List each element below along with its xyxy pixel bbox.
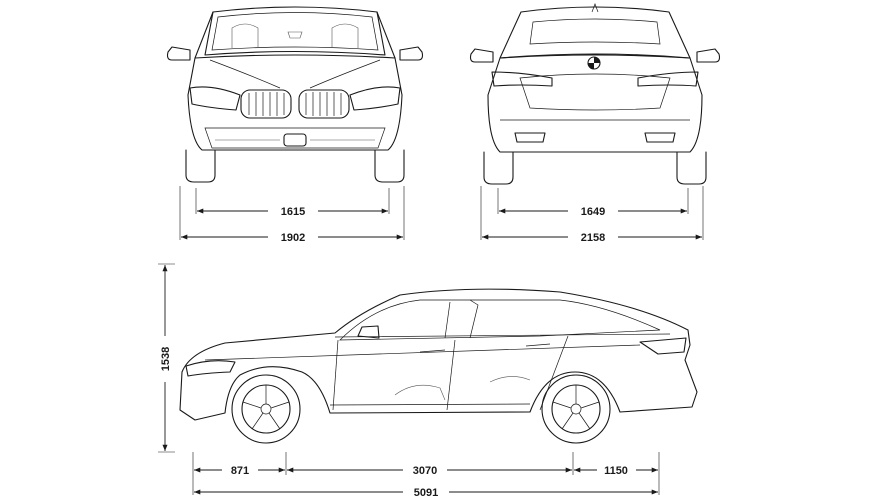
width-mirrors-dimension: 2158: [482, 232, 702, 244]
side-extension-lines: [192, 452, 660, 495]
length-label: 5091: [414, 487, 438, 499]
rear-overhang-label: 1150: [604, 465, 628, 477]
car-side-view-icon: [179, 288, 698, 444]
front-extension-lines: [179, 186, 405, 240]
front-width-dimension: 1902: [181, 232, 403, 244]
front-overhang-label: 871: [231, 465, 249, 477]
car-front-view-icon: [166, 6, 424, 183]
car-rear-view-icon: [469, 3, 721, 185]
rear-track-dimension: 1649: [499, 206, 687, 218]
height-dimension: 1538: [158, 263, 175, 453]
front-track-dimension: 1615: [197, 206, 388, 218]
width-mirrors-label: 2158: [581, 232, 605, 244]
length-dimension: 5091: [194, 487, 658, 499]
rear-track-label: 1649: [581, 206, 605, 218]
front-width-label: 1902: [281, 232, 305, 244]
rear-overhang-dimension: 1150: [574, 465, 658, 477]
wheelbase-dimension: 3070: [287, 465, 572, 477]
front-track-label: 1615: [281, 206, 305, 218]
rear-extension-lines: [480, 186, 704, 240]
height-label: 1538: [160, 347, 172, 371]
front-overhang-dimension: 871: [194, 465, 285, 477]
wheelbase-label: 3070: [413, 465, 437, 477]
